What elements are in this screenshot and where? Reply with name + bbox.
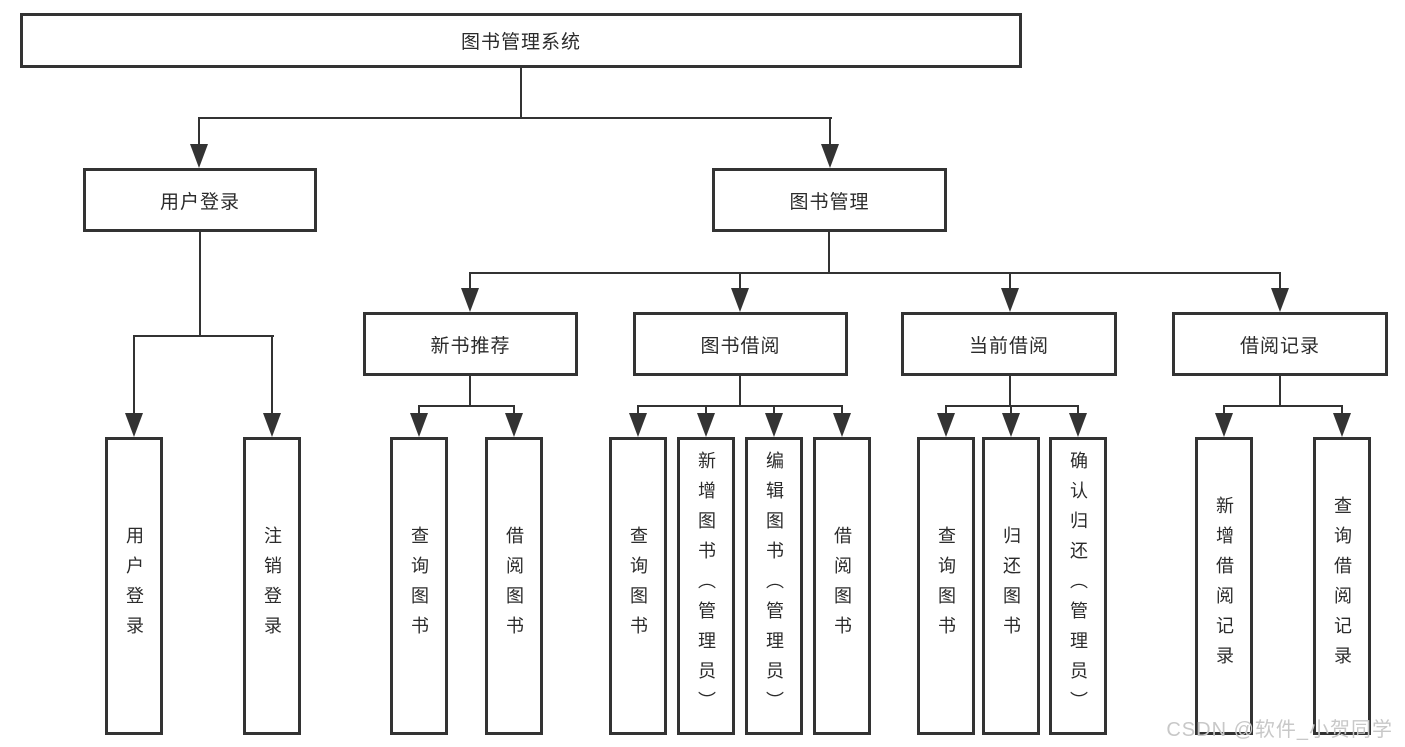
- arrow-down-icon: [697, 413, 715, 437]
- leaf-return-book: 归还图书: [982, 437, 1040, 735]
- connector-bar: [418, 405, 515, 407]
- connector-bar: [945, 405, 1079, 407]
- connector-drop: [739, 272, 741, 292]
- arrow-down-icon: [629, 413, 647, 437]
- connector-drop: [841, 405, 843, 417]
- leaf-logout: 注销登录: [243, 437, 301, 735]
- node-book-borrowing: 图书借阅: [633, 312, 848, 376]
- connector-drop: [1279, 272, 1281, 292]
- arrow-down-icon: [1069, 413, 1087, 437]
- leaf-confirm-return-admin: 确认归还（管理员）: [1049, 437, 1107, 735]
- connector-drop: [773, 405, 775, 417]
- connector-drop: [198, 117, 200, 147]
- arrow-down-icon: [1002, 413, 1020, 437]
- leaf-add-book-admin: 新增图书（管理员）: [677, 437, 735, 735]
- node-borrowing-records: 借阅记录: [1172, 312, 1388, 376]
- leaf-borrow-books-2: 借阅图书: [813, 437, 871, 735]
- connector-drop: [1223, 405, 1225, 417]
- connector-drop: [705, 405, 707, 417]
- leaf-query-borrow-record: 查询借阅记录: [1313, 437, 1371, 735]
- arrow-down-icon: [505, 413, 523, 437]
- connector-drop: [829, 117, 831, 147]
- connector-bar: [133, 335, 274, 337]
- arrow-down-icon: [461, 288, 479, 312]
- node-new-book-recommendation: 新书推荐: [363, 312, 578, 376]
- connector-drop: [1077, 405, 1079, 417]
- connector-drop: [418, 405, 420, 417]
- arrow-down-icon: [937, 413, 955, 437]
- arrow-down-icon: [190, 144, 208, 168]
- connector-bar: [469, 272, 1281, 274]
- arrow-down-icon: [1333, 413, 1351, 437]
- connector-bar: [637, 405, 843, 407]
- leaf-edit-book-admin: 编辑图书（管理员）: [745, 437, 803, 735]
- connector-stem: [520, 68, 522, 119]
- arrow-down-icon: [1215, 413, 1233, 437]
- arrow-down-icon: [765, 413, 783, 437]
- connector-drop: [1341, 405, 1343, 417]
- connector-stem: [199, 232, 201, 337]
- arrow-down-icon: [1001, 288, 1019, 312]
- connector-bar: [198, 117, 832, 119]
- connector-drop: [1009, 272, 1011, 292]
- arrow-down-icon: [410, 413, 428, 437]
- connector-stem: [828, 232, 830, 274]
- connector-stem: [1009, 376, 1011, 407]
- connector-drop: [469, 272, 471, 292]
- node-library-management-system: 图书管理系统: [20, 13, 1022, 68]
- connector-drop: [513, 405, 515, 417]
- leaf-user-login: 用户登录: [105, 437, 163, 735]
- arrow-down-icon: [125, 413, 143, 437]
- connector-bar: [1223, 405, 1343, 407]
- connector-drop: [637, 405, 639, 417]
- arrow-down-icon: [1271, 288, 1289, 312]
- connector-drop: [271, 335, 273, 417]
- connector-stem: [1279, 376, 1281, 407]
- connector-drop: [1010, 405, 1012, 417]
- leaf-query-books: 查询图书: [390, 437, 448, 735]
- connector-stem: [739, 376, 741, 407]
- connector-stem: [469, 376, 471, 407]
- connector-drop: [133, 335, 135, 417]
- leaf-query-books-3: 查询图书: [917, 437, 975, 735]
- node-book-management: 图书管理: [712, 168, 947, 232]
- watermark: CSDN @软件_小贺同学: [1166, 719, 1393, 741]
- arrow-down-icon: [263, 413, 281, 437]
- leaf-borrow-books: 借阅图书: [485, 437, 543, 735]
- arrow-down-icon: [821, 144, 839, 168]
- node-user-login: 用户登录: [83, 168, 317, 232]
- connector-drop: [945, 405, 947, 417]
- arrow-down-icon: [833, 413, 851, 437]
- leaf-query-books-2: 查询图书: [609, 437, 667, 735]
- node-current-borrowing: 当前借阅: [901, 312, 1117, 376]
- leaf-add-borrow-record: 新增借阅记录: [1195, 437, 1253, 735]
- arrow-down-icon: [731, 288, 749, 312]
